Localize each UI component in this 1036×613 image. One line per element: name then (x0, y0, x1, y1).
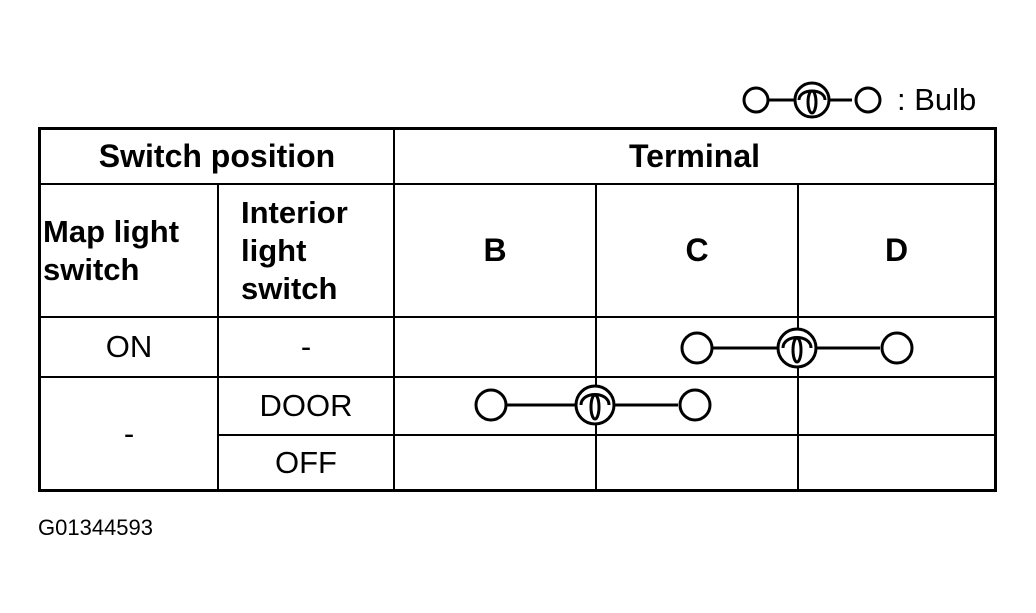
bulb-icon (742, 81, 882, 119)
switch-continuity-table: Switch position Terminal Map light switc… (38, 127, 997, 492)
figure-id: G01344593 (38, 515, 153, 540)
grid-line (217, 183, 219, 489)
row-door-interior-light: DOOR (259, 388, 353, 423)
row-door-off-map-light: - (123, 415, 135, 451)
header-switch-position: Switch position (98, 138, 336, 174)
header-terminal-d: D (884, 232, 909, 268)
header-map-light-switch: Map light switch (43, 213, 180, 287)
legend-label: : Bulb (897, 82, 977, 117)
grid-line (41, 376, 994, 378)
grid-line (41, 316, 994, 318)
header-interior-light-switch: Interior light switch (241, 194, 348, 306)
grid-line (393, 130, 395, 489)
grid-line (217, 434, 994, 436)
row-on-interior-light: - (300, 329, 312, 364)
header-terminal-b: B (483, 232, 507, 268)
grid-line (41, 183, 994, 185)
row-on-map-light: ON (105, 329, 153, 364)
header-terminal-c: C (685, 232, 709, 268)
header-terminal: Terminal (629, 138, 760, 174)
legend: : Bulb (742, 80, 1002, 120)
grid-line (595, 183, 597, 489)
row-off-interior-light: OFF (275, 444, 337, 480)
